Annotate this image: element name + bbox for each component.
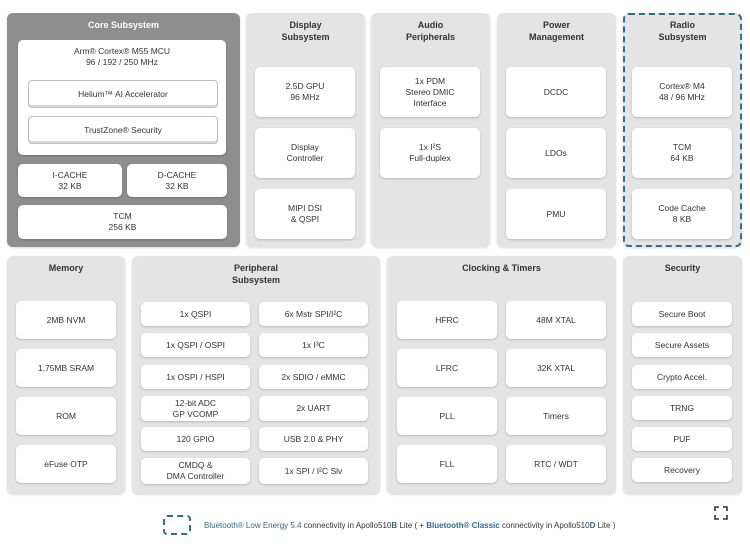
legend-mid1: connectivity in Apollo510: [301, 521, 392, 530]
48m-xtal-block: 48M XTAL: [506, 301, 606, 339]
radio-tcm-block: TCM 64 KB: [632, 128, 732, 178]
power-management-title: Power Management: [528, 20, 584, 42]
audio-peripherals-title: Audio Peripherals: [405, 20, 456, 42]
ospi-hspi-block: 1x OSPI / HSPI: [141, 365, 250, 389]
clocking-timers-panel: Clocking & Timers HFRC LFRC PLL FLL 48M …: [387, 256, 616, 494]
fll-block: FLL: [397, 445, 497, 483]
display-subsystem-title: Display Subsystem: [281, 20, 330, 42]
core-subsystem-title: Core Subsystem: [87, 20, 160, 30]
peripheral-subsystem-title: Peripheral Subsystem: [231, 263, 281, 285]
security-panel: Security Secure Boot Secure Assets Crypt…: [623, 256, 742, 494]
legend-mid3: connectivity in Apollo510: [499, 521, 590, 530]
radio-subsystem-title: Radio Subsystem: [658, 20, 707, 42]
timers-block: Timers: [506, 397, 606, 435]
radio-subsystem-panel: Radio Subsystem Cortex® M4 48 / 96 MHz T…: [623, 13, 742, 247]
fullscreen-expand-icon[interactable]: [714, 506, 728, 520]
legend-classic: Bluetooth® Classic: [426, 521, 500, 530]
display-controller-block: Display Controller: [255, 128, 355, 178]
pmu-block: PMU: [506, 189, 606, 239]
qspi-ospi-block: 1x QSPI / OSPI: [141, 333, 250, 357]
helium-ai-block: Helium™ AI Accelerator: [28, 80, 218, 108]
i2s-block: 1x I²S Full-duplex: [380, 128, 480, 178]
peripheral-subsystem-panel: Peripheral Subsystem 1x QSPI 1x QSPI / O…: [132, 256, 380, 494]
code-cache-block: Code Cache 8 KB: [632, 189, 732, 239]
clocking-timers-title: Clocking & Timers: [462, 263, 541, 273]
secure-boot-block: Secure Boot: [632, 302, 732, 326]
icache-block: I-CACHE 32 KB: [18, 164, 122, 197]
cortex-m55-label: Arm® Cortex® M55 MCU 96 / 192 / 250 MHz: [73, 46, 171, 67]
adc-vcomp-block: 12-bit ADC GP VCOMP: [141, 396, 250, 421]
secure-assets-block: Secure Assets: [632, 333, 732, 357]
legend-chip-b: B: [391, 521, 398, 530]
gpu-block: 2.5D GPU 96 MHz: [255, 67, 355, 117]
legend-end: Lite ): [595, 521, 616, 530]
nvm-block: 2MB NVM: [16, 301, 116, 339]
ldos-block: LDOs: [506, 128, 606, 178]
trustzone-block: TrustZone® Security: [28, 116, 218, 144]
legend-dashed-swatch: [163, 515, 191, 535]
power-management-panel: Power Management DCDC LDOs PMU: [497, 13, 616, 247]
dcache-block: D-CACHE 32 KB: [127, 164, 227, 197]
mipi-dsi-block: MIPI DSI & QSPI: [255, 189, 355, 239]
core-subsystem-panel: Core Subsystem Arm® Cortex® M55 MCU 96 /…: [7, 13, 240, 247]
dcdc-block: DCDC: [506, 67, 606, 117]
rtc-wdt-block: RTC / WDT: [506, 445, 606, 483]
legend-ble: Bluetooth® Low Energy 5.4: [204, 521, 302, 530]
crypto-accel-block: Crypto Accel.: [632, 365, 732, 389]
gpio-block: 120 GPIO: [141, 427, 250, 451]
legend-chip-d: D: [589, 521, 596, 530]
legend-mid2: Lite ( +: [397, 521, 427, 530]
efuse-otp-block: eFuse OTP: [16, 445, 116, 483]
spi-i2c-slave-block: 1x SPI / I²C Slv: [259, 458, 368, 484]
puf-block: PUF: [632, 427, 732, 451]
cortex-m4-block: Cortex® M4 48 / 96 MHz: [632, 67, 732, 117]
trng-block: TRNG: [632, 396, 732, 420]
usb-phy-block: USB 2.0 & PHY: [259, 427, 368, 451]
uart-block: 2x UART: [259, 396, 368, 421]
sdio-emmc-block: 2x SDIO / eMMC: [259, 365, 368, 389]
qspi-block: 1x QSPI: [141, 302, 250, 326]
audio-peripherals-panel: Audio Peripherals 1x PDM Stereo DMIC Int…: [371, 13, 490, 247]
memory-title: Memory: [48, 263, 84, 273]
lfrc-block: LFRC: [397, 349, 497, 387]
rom-block: ROM: [16, 397, 116, 435]
recovery-block: Recovery: [632, 458, 732, 482]
pll-block: PLL: [397, 397, 497, 435]
memory-panel: Memory 2MB NVM 1.75MB SRAM ROM eFuse OTP: [7, 256, 125, 494]
legend-text: Bluetooth® Low Energy 5.4 connectivity i…: [204, 521, 615, 530]
i3c-block: 1x I³C: [259, 333, 368, 357]
master-spi-i2c-block: 6x Mstr SPI/I²C: [259, 302, 368, 326]
display-subsystem-panel: Display Subsystem 2.5D GPU 96 MHz Displa…: [246, 13, 365, 247]
hfrc-block: HFRC: [397, 301, 497, 339]
32k-xtal-block: 32K XTAL: [506, 349, 606, 387]
cmdq-dma-block: CMDQ & DMA Controller: [141, 458, 250, 484]
pdm-block: 1x PDM Stereo DMIC Interface: [380, 67, 480, 117]
core-tcm-block: TCM 256 KB: [18, 205, 227, 239]
sram-block: 1.75MB SRAM: [16, 349, 116, 387]
security-title: Security: [664, 263, 701, 273]
